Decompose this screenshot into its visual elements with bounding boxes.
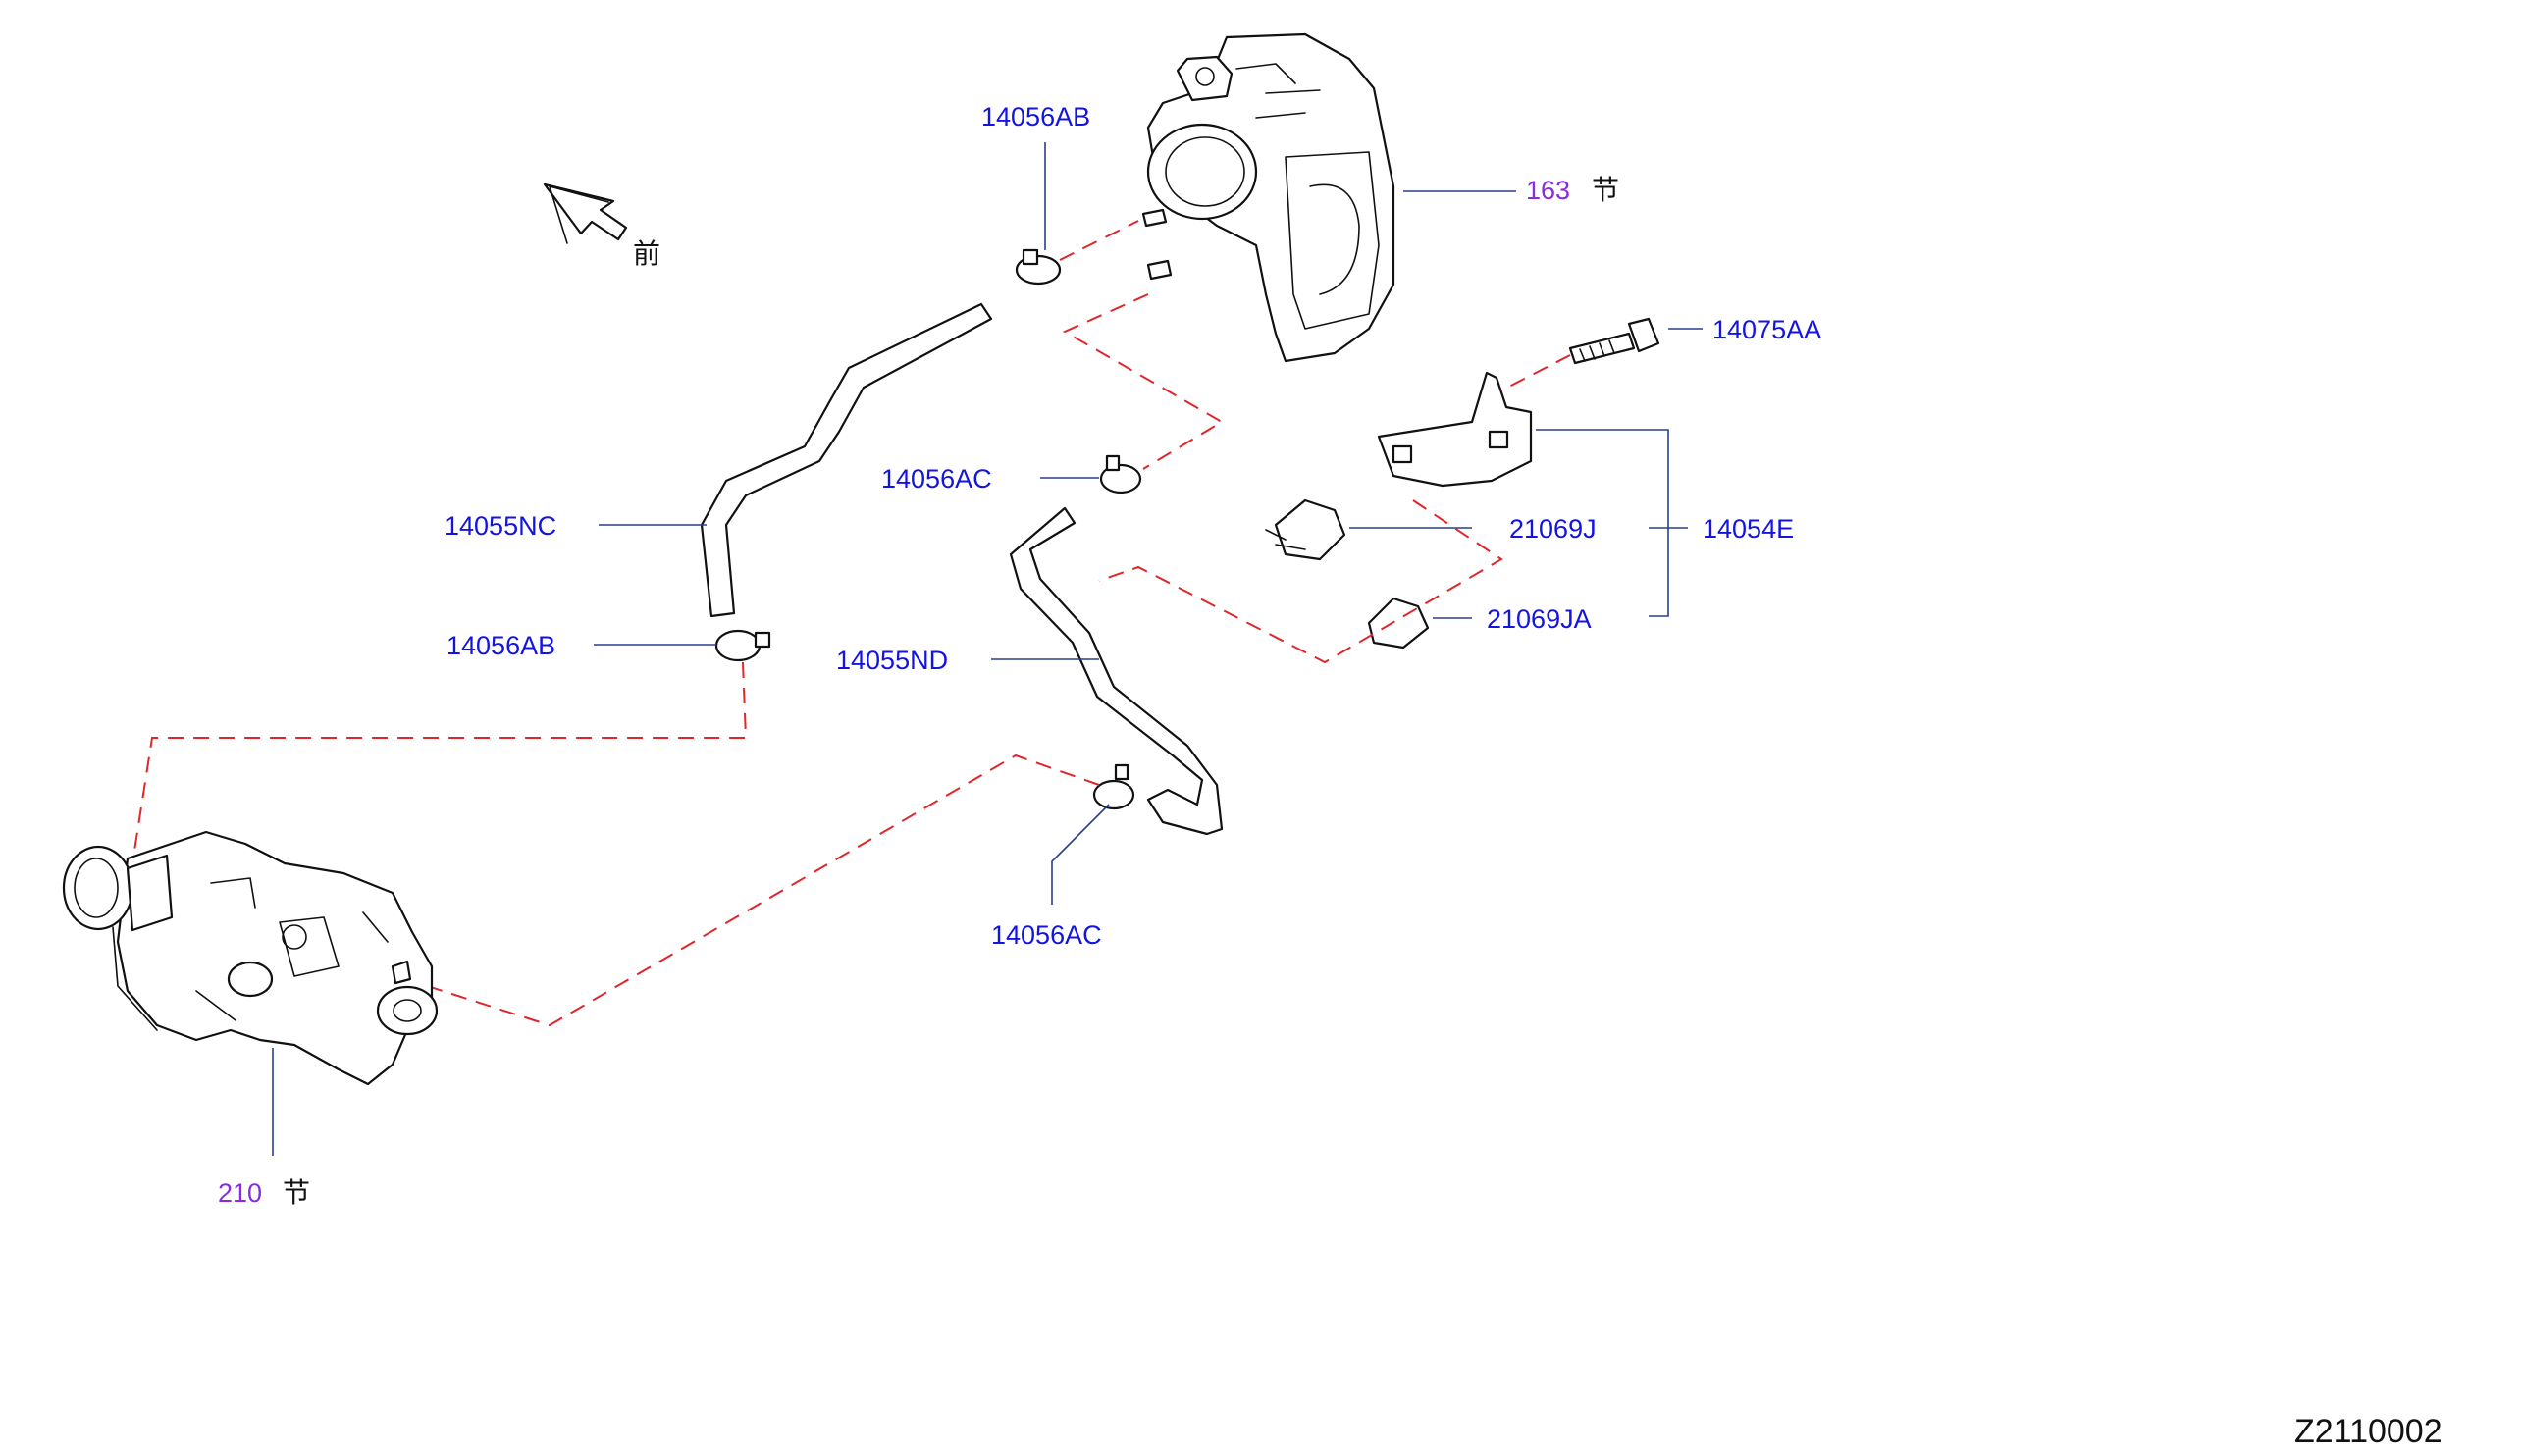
section-ref-163: 163 <box>1526 176 1570 205</box>
hose-right-illustration <box>1009 506 1224 836</box>
part-number-clamp-top: 14056AB <box>981 102 1090 131</box>
connection-clamp-bottom-outlet <box>411 754 1100 1027</box>
front-direction-arrow <box>543 182 628 244</box>
section-suffix-210: 节 <box>283 1176 310 1209</box>
connection-clamp-top-throttle <box>1059 220 1139 261</box>
part-number-bolt: 14075AA <box>1712 315 1821 344</box>
part-number-hose-right: 14055ND <box>836 646 948 675</box>
hose-clamp-top <box>1015 248 1062 286</box>
drawing-code: Z2110002 <box>2294 1413 2442 1450</box>
leader-bracket-bracket <box>1536 429 1669 617</box>
clip-j-illustration <box>1265 498 1346 561</box>
front-label: 前 <box>633 237 660 270</box>
water-outlet-illustration <box>62 830 439 1086</box>
throttle-body-illustration <box>1141 32 1395 363</box>
clip-ja-illustration <box>1367 597 1430 650</box>
connection-clips-hose <box>1098 499 1503 664</box>
part-number-clamp-left: 14056AB <box>446 631 555 660</box>
hose-clamp-left <box>714 629 771 662</box>
part-number-bracket: 14054E <box>1703 514 1794 544</box>
bracket-illustration <box>1377 371 1533 488</box>
section-ref-210: 210 <box>218 1178 262 1208</box>
section-suffix-163: 节 <box>1592 174 1619 206</box>
bolt-illustration <box>1568 317 1660 365</box>
hose-left-illustration <box>700 302 993 618</box>
hose-clamp-bottom <box>1092 763 1135 810</box>
part-number-clip-ja: 21069JA <box>1487 604 1592 634</box>
connection-clamp-left-outlet <box>131 661 748 864</box>
leader-14056AC-bottom <box>1051 804 1110 905</box>
part-number-clamp-bottom: 14056AC <box>991 920 1102 950</box>
part-number-clip-j: 21069J <box>1509 514 1597 544</box>
part-number-hose-left: 14055NC <box>445 511 556 541</box>
part-number-clamp-mid: 14056AC <box>881 464 992 494</box>
connection-bolt-bracket <box>1500 354 1571 391</box>
hose-clamp-mid <box>1099 454 1142 494</box>
connection-throttle-clamp-mid <box>1062 293 1224 470</box>
